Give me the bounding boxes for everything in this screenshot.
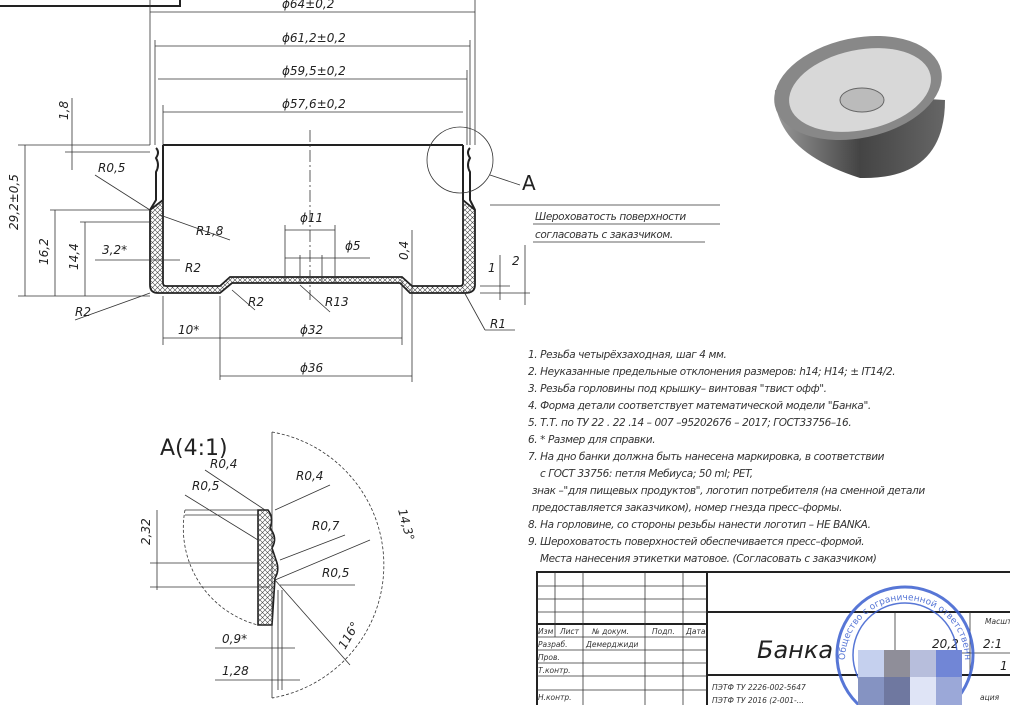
- detail-dim-128: 1,28: [222, 664, 249, 678]
- tb-part-name: Банка: [757, 636, 833, 664]
- left-height-dims: 29,2±0,5 16,2 14,4 1,8 3,2* R0,5 R1,8 R2…: [7, 98, 264, 321]
- dim-d36: ϕ36: [300, 361, 324, 375]
- radius-r2-bottom: R2: [248, 295, 264, 309]
- detail-angle-143: 14,3°: [395, 507, 417, 542]
- top-diameter-dims: ϕ64±0,2 ϕ61,2±0,2 ϕ59,5±0,2 ϕ57,6±0,2: [149, 0, 476, 145]
- tb-sheet: 1: [1000, 659, 1008, 673]
- note-1: 1. Резьба четырёхзаходная, шаг 4 мм.: [528, 349, 726, 361]
- tb-header-sign: Подп.: [652, 627, 675, 636]
- detail-r05-right: R0,5: [322, 566, 349, 580]
- frame-corner: [0, 0, 181, 7]
- tb-mass: 20,2: [932, 637, 959, 651]
- note-4: 4. Форма детали соответствует математиче…: [528, 400, 871, 412]
- dim-thickness: 0,4: [397, 241, 411, 260]
- detail-dim-09: 0,9*: [222, 632, 247, 646]
- note-7-cont-3: предоставляется заказчиком), номер гнезд…: [532, 502, 842, 514]
- dim-d61: ϕ61,2±0,2: [282, 31, 346, 45]
- note-9-cont: Места нанесения этикетки матовое. (Согла…: [540, 553, 877, 565]
- tb-row-developer: Разраб.: [538, 640, 567, 649]
- note-8: 8. На горловине, со стороны резьбы нанес…: [528, 519, 871, 531]
- dim-h14: 14,4: [67, 243, 81, 270]
- detail-r04-right: R0,4: [296, 469, 323, 483]
- note-2: 2. Неуказанные предельные отклонения раз…: [528, 366, 895, 378]
- detail-r05-left: R0,5: [192, 479, 219, 493]
- dim-1: 1: [488, 261, 496, 275]
- roughness-line-1: Шероховатость поверхности: [535, 211, 686, 223]
- tb-row-checked: Пров.: [538, 653, 560, 662]
- dim-top-18: 1,8: [57, 101, 71, 120]
- dim-h16: 16,2: [37, 238, 51, 265]
- jar-3d-render: [774, 35, 945, 179]
- tb-scale: 2:1: [983, 637, 1002, 651]
- detail-r04-left: R0,4: [210, 457, 237, 471]
- radius-r2-outer: R2: [75, 305, 91, 319]
- detail-title: A(4:1): [160, 436, 228, 461]
- tb-org: ация: [980, 693, 1000, 702]
- tb-developer-name: Демерджиди: [585, 640, 639, 649]
- tb-row-ncontrol: Н.контр.: [538, 693, 572, 702]
- dim-d5: ϕ5: [345, 239, 361, 253]
- roughness-note: Шероховатость поверхности согласовать с …: [490, 204, 720, 243]
- dim-2: 2: [512, 254, 520, 268]
- tb-scale-header: Масштаб: [985, 617, 1010, 626]
- bottom-dims: ϕ11 ϕ5 R13 0,4 1 2 R1 10* ϕ32 ϕ36: [162, 211, 530, 382]
- note-7-cont-1: с ГОСТ 33756: петля Мебиуса; 50 ml; PET,: [540, 468, 753, 480]
- dim-d64: ϕ64±0,2: [282, 0, 334, 11]
- detail-r07: R0,7: [312, 519, 340, 533]
- tb-row-tcontrol: Т.контр.: [538, 666, 571, 675]
- dim-wall: 3,2*: [102, 243, 127, 257]
- note-7: 7. На дно банки должна быть нанесена мар…: [528, 451, 885, 463]
- jar-section-profile: A: [149, 126, 536, 300]
- detail-dim-232: 2,32: [139, 518, 153, 545]
- tb-header-izm: Изм: [538, 627, 554, 636]
- radius-r1: R1: [490, 317, 506, 331]
- note-3: 3. Резьба горловины под крышку– винтовая…: [528, 383, 827, 395]
- note-9: 9. Шероховатость поверхностей обеспечива…: [528, 536, 864, 548]
- radius-r2-inner: R2: [185, 261, 201, 275]
- radius-r18: R1,8: [196, 224, 224, 238]
- radius-r05: R0,5: [98, 161, 125, 175]
- tb-header-date: Дата: [685, 627, 706, 636]
- tb-doc-line-1: ПЭТФ ТУ 2226-002-5647: [712, 683, 806, 692]
- tb-header-list: Лист: [559, 627, 580, 636]
- note-6: 6. * Размер для справки.: [528, 434, 655, 446]
- detail-view-a: A(4:1) R0,4 R0,5 R0,4 R0,7 R0,5 2,32 0,9…: [139, 431, 417, 699]
- dim-height-total: 29,2±0,5: [7, 174, 21, 230]
- dim-d32: ϕ32: [300, 323, 323, 337]
- dim-10: 10*: [178, 323, 199, 337]
- detail-marker-a: A: [522, 171, 536, 195]
- tb-header-doc: № докум.: [591, 627, 629, 636]
- tb-doc-line-2: ПЭТФ ТУ 2016 (2-001-...: [712, 696, 804, 705]
- dim-d59: ϕ59,5±0,2: [282, 64, 346, 78]
- dim-d57: ϕ57,6±0,2: [282, 97, 346, 111]
- radius-r13: R13: [325, 295, 349, 309]
- dim-d11: ϕ11: [300, 211, 323, 225]
- detail-angle-116: 116°: [335, 619, 362, 651]
- technical-notes: 1. Резьба четырёхзаходная, шаг 4 мм. 2. …: [528, 349, 926, 565]
- note-5: 5. Т.Т. по ТУ 22 . 22 .14 – 007 –9520267…: [528, 417, 851, 429]
- note-7-cont-2: знак –"для пищевых продуктов", логотип п…: [532, 485, 925, 497]
- roughness-line-2: согласовать с заказчиком.: [535, 229, 673, 241]
- redacted-region: [858, 650, 962, 705]
